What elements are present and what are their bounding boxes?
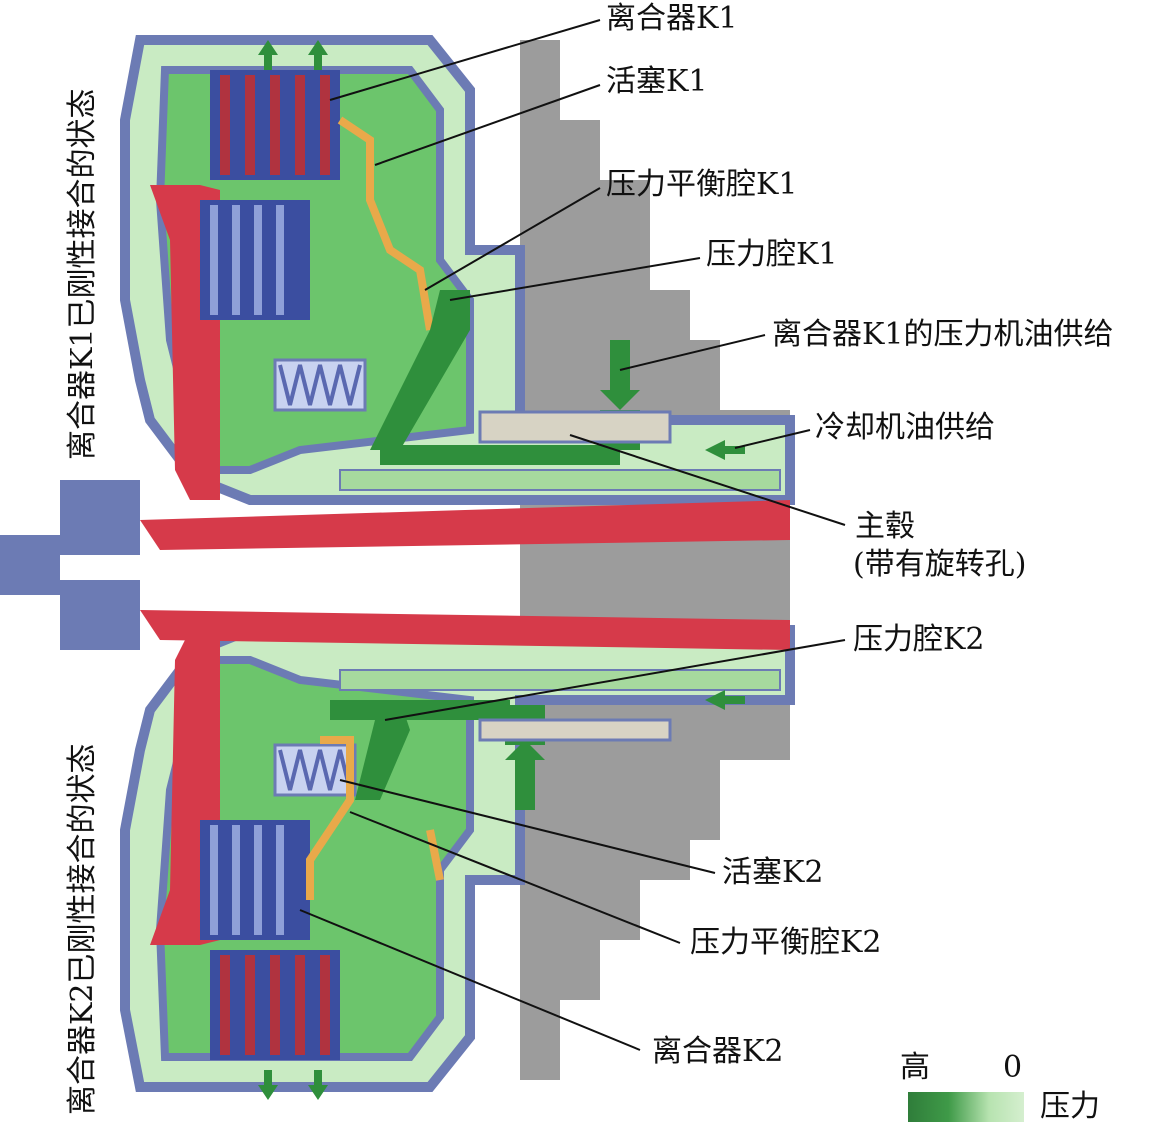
label-pressure-chamber-k1: 压力腔K1 [706,237,838,272]
gray-housing [520,40,790,1080]
label-clutch-k2: 离合器K2 [652,1034,784,1069]
label-balance-chamber-k1: 压力平衡腔K1 [606,167,798,202]
label-piston-k2: 活塞K2 [722,855,824,890]
clutch-pack-k1 [200,70,340,320]
return-spring-k1 [273,358,367,412]
label-cooling-oil-supply: 冷却机油供给 [815,410,995,445]
label-balance-chamber-k2: 压力平衡腔K2 [690,925,882,960]
clutch-pack-k2 [200,820,340,1060]
return-spring-k2 [273,743,357,797]
legend-pressure-label: 压力 [1040,1089,1100,1124]
legend-pressure-gradient [908,1092,1024,1122]
side-title-k2-state: 离合器K2已刚性接合的状态 [65,743,100,1116]
piston-k2 [306,736,444,900]
input-shaft [0,480,140,650]
label-main-hub-sub: (带有旋转孔) [853,547,1027,582]
label-piston-k1: 活塞K1 [606,64,708,99]
side-title-k1-state: 离合器K1已刚性接合的状态 [65,88,100,461]
label-clutch-k1: 离合器K1 [606,1,738,36]
label-oil-supply-k1: 离合器K1的压力机油供给 [772,317,1114,352]
leader-lines [299,19,846,1051]
label-main-hub: 主毂 [855,509,915,544]
piston-k1 [337,116,434,331]
label-pressure-chamber-k2: 压力腔K2 [853,622,985,657]
flow-arrows [258,40,745,1100]
legend-zero: 0 [1003,1050,1023,1085]
legend-high: 高 [900,1050,930,1085]
